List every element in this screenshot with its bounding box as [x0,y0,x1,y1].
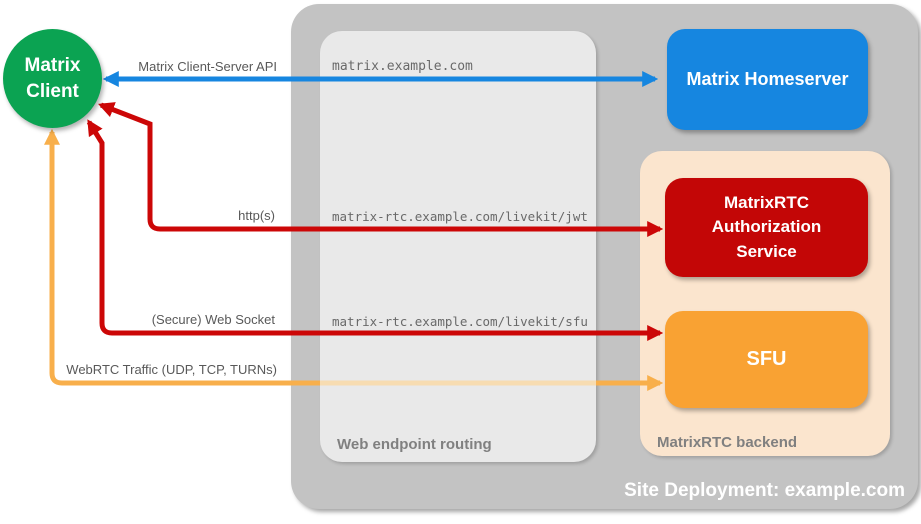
node-matrix-homeserver: Matrix Homeserver [667,29,868,130]
node-sfu: SFU [665,311,868,408]
node-matrix-homeserver-label: Matrix Homeserver [686,69,849,89]
node-matrixrtc-authorization-service: MatrixRTC Authorization Service [665,178,868,277]
node-matrixrtc-authorization-service-label: MatrixRTC Authorization Service [711,192,822,261]
node-matrix-client-label: Matrix Client [24,54,81,102]
site-deployment-label: Site Deployment: example.com [624,480,905,501]
edge-label-client-server-api: Matrix Client-Server API [138,59,277,74]
matrixrtc-backend-label: MatrixRTC backend [657,434,798,451]
web-endpoint-routing-label: Web endpoint routing [337,436,492,453]
edge-webrtc-traffic-left [43,128,320,386]
edge-label-secure-web-socket: (Secure) Web Socket [151,312,275,327]
node-matrix-client: Matrix Client [3,29,102,128]
endpoint-matrix-example-com: matrix.example.com [332,59,473,74]
endpoint-livekit-jwt: matrix-rtc.example.com/livekit/jwt [332,209,588,224]
edge-label-https: http(s) [238,208,275,223]
edge-label-webrtc-traffic: WebRTC Traffic (UDP, TCP, TURNs) [66,362,277,377]
endpoint-livekit-sfu: matrix-rtc.example.com/livekit/sfu [332,314,588,329]
web-endpoint-routing-container [320,31,596,462]
node-sfu-label: SFU [746,348,787,370]
